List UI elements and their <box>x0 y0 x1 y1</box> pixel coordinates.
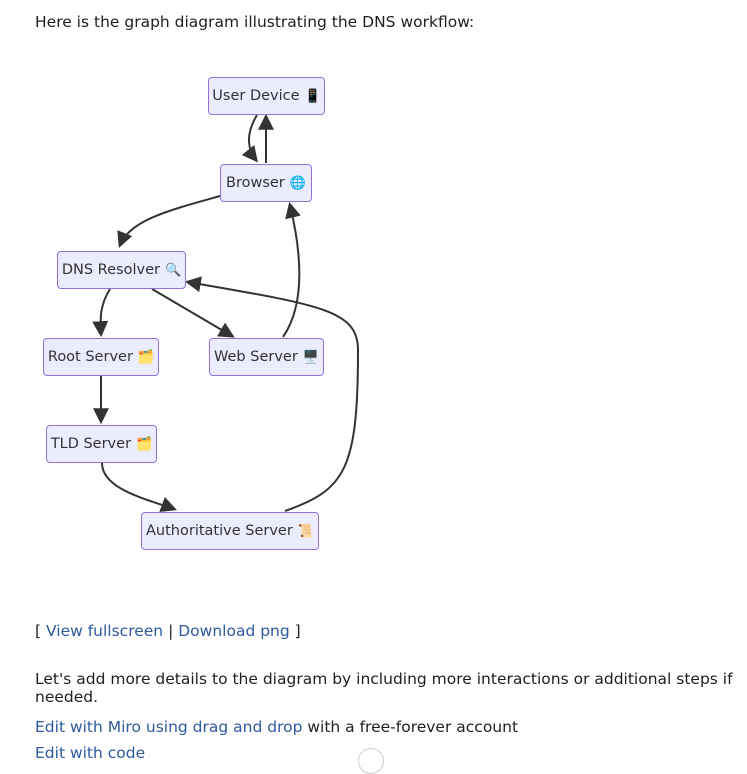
folder-icon: 🗂️ <box>136 436 153 452</box>
details-paragraph: Let's add more details to the diagram by… <box>35 670 733 706</box>
node-user-device: User Device 📱 <box>208 77 325 115</box>
node-label: Root Server <box>47 349 133 365</box>
bracket-open: [ <box>35 622 42 640</box>
diagram-edges <box>92 113 360 513</box>
edge-web-browser <box>282 201 301 338</box>
diagram-actions: [ View fullscreen | Download png ] <box>35 622 301 640</box>
edit-miro-line: Edit with Miro using drag and drop with … <box>35 718 518 736</box>
phone-icon: 📱 <box>304 88 321 104</box>
edge-user-browser <box>241 114 258 163</box>
edge-auth-dns <box>184 276 360 512</box>
edit-with-code-link[interactable]: Edit with code <box>35 744 146 758</box>
node-root-server: Root Server 🗂️ <box>43 338 159 376</box>
node-tld-server: TLD Server 🗂️ <box>46 425 157 463</box>
download-png-link[interactable]: Download png <box>178 622 290 640</box>
node-label: Web Server <box>214 349 298 365</box>
scroll-down-button[interactable] <box>358 748 384 774</box>
edit-code-line: Edit with code <box>35 744 145 758</box>
node-label: DNS Resolver <box>61 262 160 278</box>
node-browser: Browser 🌐 <box>220 164 312 202</box>
edit-with-miro-link[interactable]: Edit with Miro using drag and drop <box>35 718 303 736</box>
magnifier-icon: 🔍 <box>164 262 182 278</box>
node-label: User Device <box>212 88 300 104</box>
node-label: Browser <box>226 175 285 191</box>
folder-icon: 🗂️ <box>137 349 155 365</box>
bracket-close: ] <box>294 622 301 640</box>
node-dns-resolver: DNS Resolver 🔍 <box>57 251 186 289</box>
view-fullscreen-link[interactable]: View fullscreen <box>46 622 164 640</box>
edge-dns-root <box>92 288 111 338</box>
computer-icon: 🖥️ <box>302 349 319 365</box>
globe-icon: 🌐 <box>289 175 306 191</box>
dns-workflow-diagram: User Device 📱 Browser 🌐 DNS Resolver 🔍 R… <box>43 77 360 550</box>
separator: | <box>168 622 174 640</box>
node-label: TLD Server <box>50 436 132 452</box>
edge-browser-dns <box>117 195 221 248</box>
scroll-icon: 📜 <box>297 523 314 539</box>
node-label: Authoritative Server <box>146 523 293 539</box>
edge-tld-auth <box>101 462 177 513</box>
intro-text: Here is the graph diagram illustrating t… <box>35 13 475 31</box>
node-web-server: Web Server 🖥️ <box>209 338 324 376</box>
edit-miro-suffix: with a free-forever account <box>302 718 519 736</box>
edge-dns-web <box>151 288 235 338</box>
node-authoritative-server: Authoritative Server 📜 <box>141 512 319 550</box>
